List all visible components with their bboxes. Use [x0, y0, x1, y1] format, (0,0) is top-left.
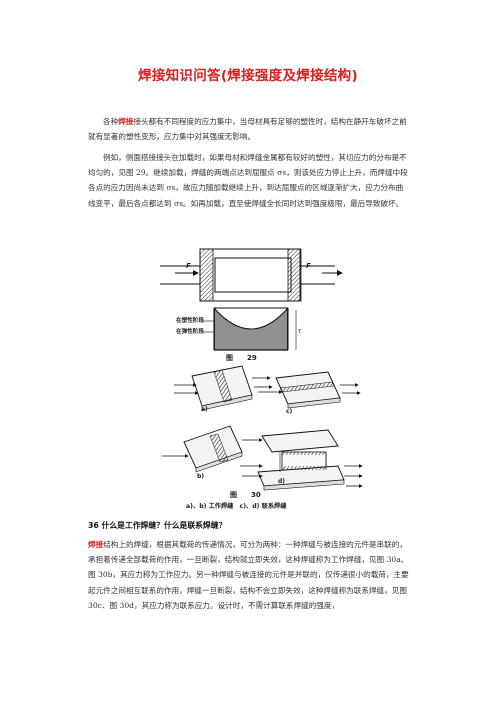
figure-29-caption: 图 29 [226, 354, 257, 362]
fig30-label-b: b) [197, 473, 205, 480]
figure-30-subcaption: a)、b) 工作焊缝 c)、d) 联系焊缝 [186, 503, 287, 510]
fig30-label-d: d) [278, 478, 286, 485]
label-elastic: 在弹性阶段 [176, 329, 204, 335]
paragraph-3: 焊接结构上的焊缝，根据其载荷的传递情况，可分为两种：一种焊缝与被连接的元件是串联… [88, 537, 410, 613]
fig30-label-a: a) [201, 406, 208, 413]
para3-highlight: 焊接 [88, 540, 104, 549]
paragraph-1: 各种焊接接头都有不同程度的应力集中，当母材具有足够的塑性时，结构在静开车破坏之前… [88, 114, 410, 144]
svg-text:τ: τ [298, 328, 302, 335]
question-heading: 36 什么是工作焊缝？什么是联系焊缝？ [88, 521, 227, 530]
label-plastic: 在塑性阶段 [176, 318, 204, 324]
para1-pre: 各种 [103, 117, 119, 126]
fig30-label-c: c) [286, 408, 293, 415]
page-title: 焊接知识问答(焊接强度及焊接结构) [138, 68, 358, 84]
force-label-left: F [186, 262, 191, 270]
force-label-right: F [306, 262, 311, 270]
para1-highlight: 焊接 [118, 117, 134, 126]
figure-30-caption: 图 30 [230, 491, 261, 499]
paragraph-2: 例如，侧面搭接接头在加载时，如果母材和焊缝金属都有较好的塑性，其切应力的分布是不… [88, 153, 408, 208]
para1-post: 接头都有不同程度的应力集中，当母材具有足够的塑性时，结构在静开车破坏之前就有显著… [88, 117, 407, 142]
para3-post: 结构上的焊缝，根据其载荷的传递情况，可分为两种：一种焊缝与被连接的元件是串联的，… [88, 540, 409, 610]
